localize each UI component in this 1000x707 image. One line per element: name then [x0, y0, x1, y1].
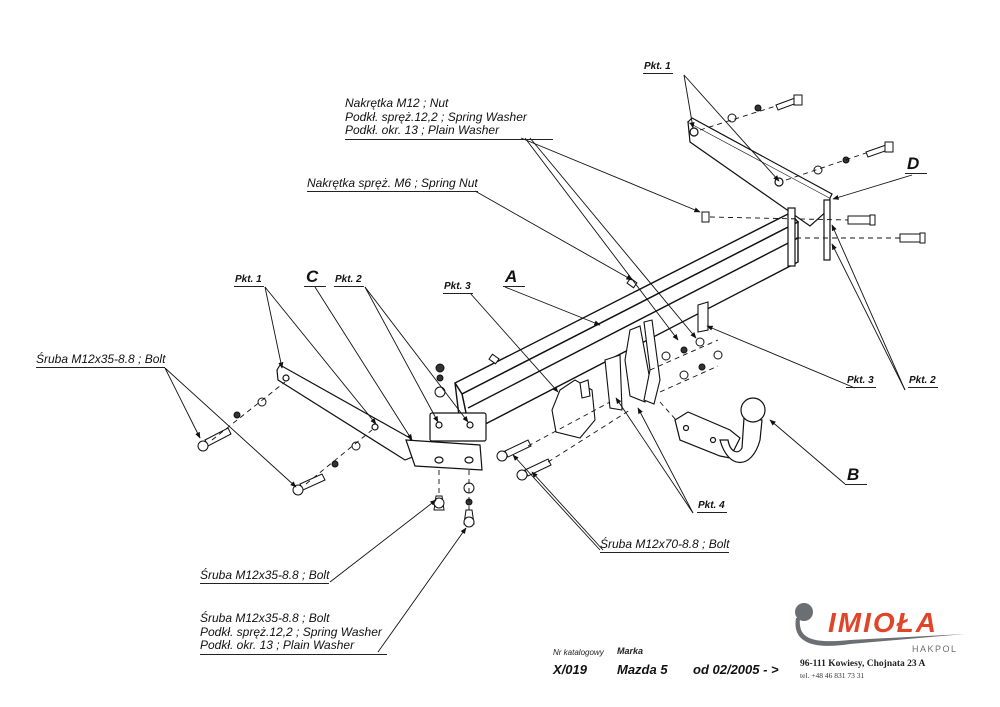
leader-lines: [164, 74, 913, 653]
label-pkt2-right: Pkt. 2: [908, 375, 938, 388]
company-phone: tel. +48 46 831 73 31: [800, 671, 865, 680]
label-part-d: D: [905, 155, 928, 174]
label-line: Podkł. spręż.12,2 ; Spring Washer: [200, 624, 382, 639]
imiola-logo: IMIOŁA HAKPOL: [795, 603, 965, 654]
catalog-number-label: Nr katalogowy: [553, 648, 604, 657]
label-pkt4: Pkt. 4: [697, 500, 727, 513]
assembly-lines: [211, 105, 900, 510]
logo-brand-text: IMIOŁA: [828, 607, 938, 638]
label-line: Podkł. spręż.12,2 ; Spring Washer: [345, 109, 527, 124]
bracket-d: [687, 117, 833, 267]
tow-ball-icon: [795, 603, 813, 621]
label-bolt-bottom-set: Śruba M12x35-8.8 ; Bolt Podkł. spręż.12,…: [200, 611, 387, 655]
label-spring-nut: Nakrętka spręż. M6 ; Spring Nut: [307, 176, 478, 192]
label-bolt-bottom: Śruba M12x35-8.8 ; Bolt: [200, 568, 330, 584]
label-bolt-left: Śruba M12x35-8.8 ; Bolt: [36, 352, 166, 368]
valid-from-value: od 02/2005 - >: [693, 662, 779, 677]
label-part-c: C: [304, 268, 327, 287]
ball-hitch-b: [674, 397, 766, 464]
label-part-b: B: [845, 466, 868, 485]
company-address: 96-111 Kowiesy, Chojnata 23 A: [800, 659, 926, 669]
label-pkt1-left: Pkt. 1: [234, 274, 264, 287]
label-pkt1-top: Pkt. 1: [643, 61, 673, 74]
label-line: Śruba M12x35-8.8 ; Bolt: [200, 611, 330, 625]
label-pkt3-right: Pkt. 3: [846, 375, 876, 388]
label-nut-m12-set: Nakrętka M12 ; Nut Podkł. spręż.12,2 ; S…: [345, 96, 553, 140]
label-line: Nakrętka M12 ; Nut: [345, 96, 449, 110]
label-pkt2-left: Pkt. 2: [334, 274, 364, 287]
label-part-a: A: [503, 268, 526, 287]
bracket-c: [276, 364, 487, 471]
make-value: Mazda 5: [617, 662, 668, 677]
label-line: Podkł. okr. 13 ; Plain Washer: [200, 638, 355, 652]
label-line: Podkł. okr. 13 ; Plain Washer: [345, 123, 500, 137]
crossbar-a: [453, 212, 800, 434]
logo-swoosh: [795, 618, 965, 646]
fasteners: [197, 94, 926, 528]
logo-sub-text: HAKPOL: [912, 644, 958, 654]
label-bolt-m12x70: Śruba M12x70-8.8 ; Bolt: [600, 537, 730, 553]
catalog-number-value: X/019: [553, 662, 587, 677]
label-pkt3-left: Pkt. 3: [443, 281, 473, 294]
make-label: Marka: [617, 646, 644, 656]
